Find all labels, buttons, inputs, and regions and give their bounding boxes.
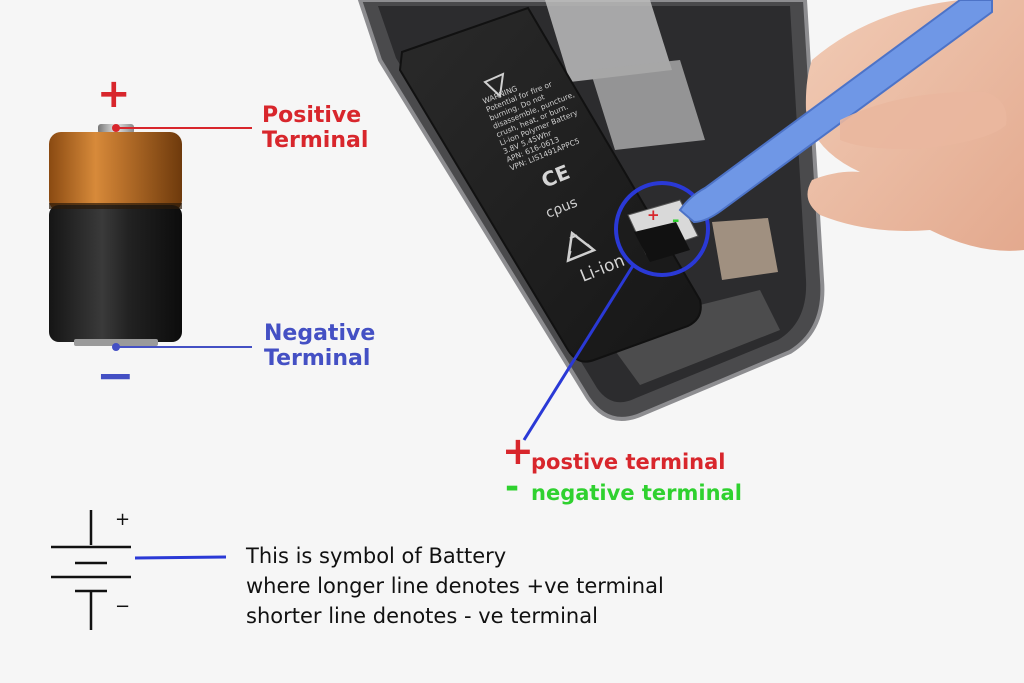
battery-band — [49, 203, 182, 209]
positive-terminal-label: Positive Terminal — [262, 103, 368, 154]
phone-illustration: WARNINGPotential for fire orburning. Do … — [357, 0, 825, 421]
negative-terminal-label: Negative Terminal — [264, 321, 375, 372]
phone-shield-mid — [590, 60, 705, 150]
phone-shield-small — [712, 218, 778, 280]
positive-terminal-line2: Terminal — [262, 128, 369, 154]
phone-battery — [398, 6, 702, 363]
battery-flex-cable — [634, 222, 690, 262]
phone-bottom-parts — [600, 290, 780, 385]
battery-cell-illustration — [49, 124, 182, 346]
symbol-explanation-line3: shorter line denotes - ve terminal — [246, 604, 598, 628]
positive-terminal-line1: Positive — [262, 103, 362, 128]
connector-highlight-circle — [614, 181, 710, 277]
battery-copper-top — [49, 132, 182, 212]
pry-tool — [678, 0, 993, 224]
symbol-explanation-line2: where longer line denotes +ve terminal — [246, 574, 664, 598]
symbol-plus-sign: + — [115, 509, 131, 530]
battery-negative-base — [74, 339, 158, 346]
battery-circuit-symbol — [51, 510, 131, 630]
negative-terminal-line2: Terminal — [264, 346, 371, 372]
battery-black-body — [49, 205, 182, 342]
phone-shield-top — [545, 0, 672, 82]
connector-minus-mark: - — [672, 210, 679, 231]
battery-minus-sign: − — [96, 348, 135, 402]
negative-terminal-legend-text: negative terminal — [531, 481, 742, 505]
connector-leader-line — [522, 263, 636, 441]
symbol-explanation-line1: This is symbol of Battery — [246, 544, 507, 568]
connector-plus-mark: + — [647, 206, 660, 224]
symbol-explanation: This is symbol of Battery where longer l… — [246, 541, 664, 631]
warning-triangle-icon — [483, 72, 505, 99]
hand-finger-over — [840, 91, 1007, 149]
negative-leader-dot — [112, 343, 120, 351]
hand-with-pry-tool — [678, 0, 1024, 251]
connector-legend-plus: + — [502, 429, 534, 473]
positive-terminal-legend-text: postive terminal — [531, 450, 726, 474]
positive-leader-dot — [112, 124, 120, 132]
battery-plus-sign: + — [97, 71, 131, 117]
symbol-leader-line — [134, 555, 227, 560]
connector-legend-minus: - — [505, 467, 520, 507]
recycle-icon — [566, 230, 597, 263]
symbol-minus-sign: − — [115, 596, 131, 617]
negative-terminal-line1: Negative — [264, 321, 376, 346]
